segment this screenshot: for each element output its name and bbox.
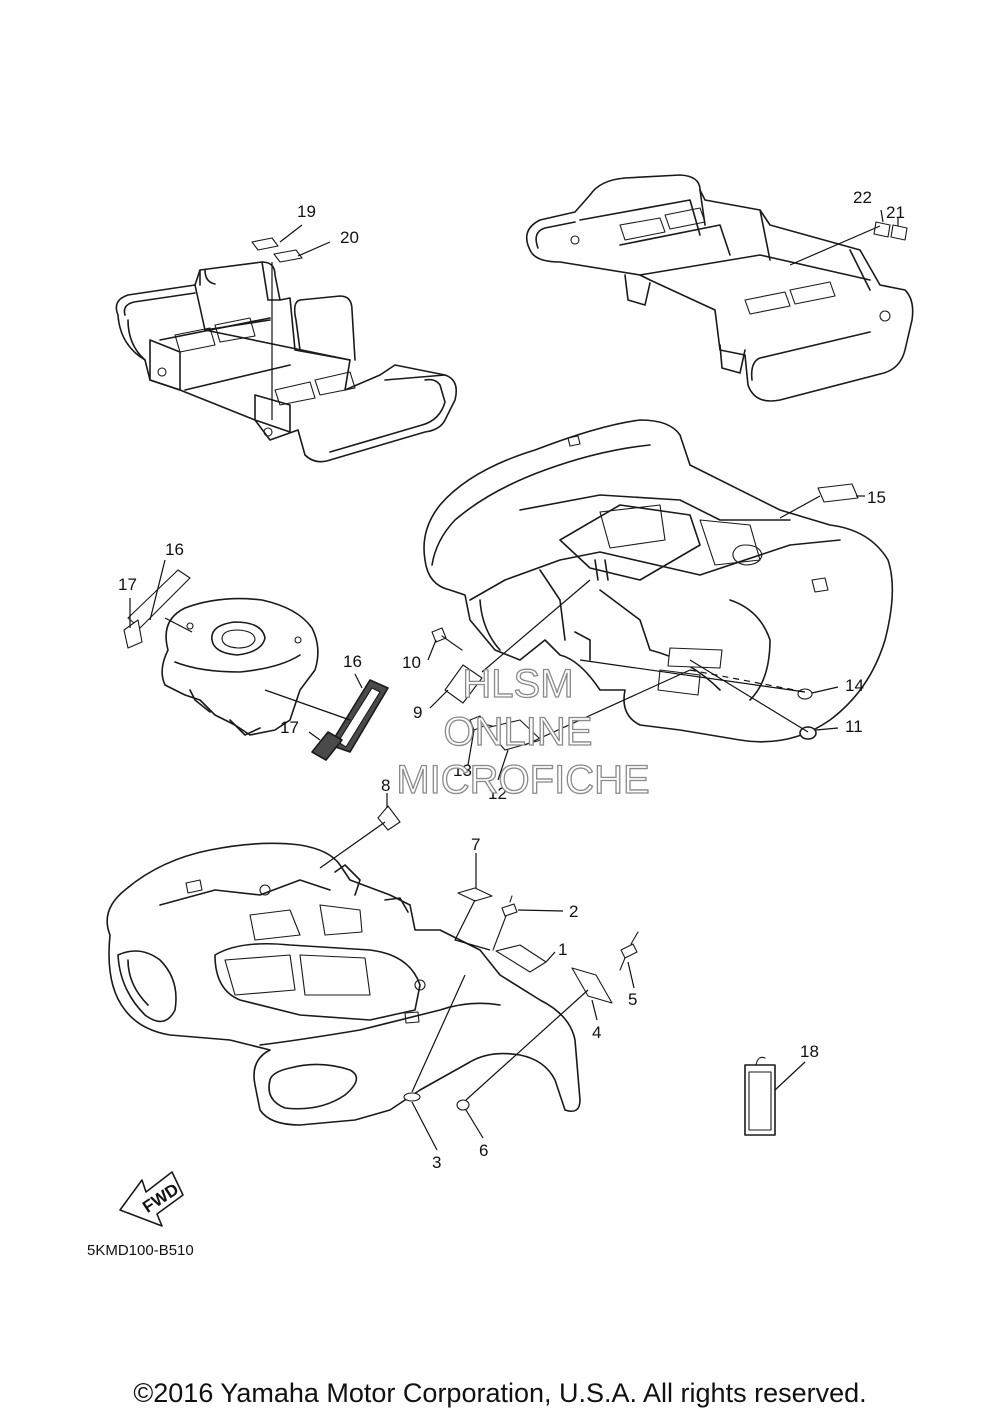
callout-11[interactable]: 11 [845, 717, 863, 736]
callout-12[interactable]: 12 [488, 784, 507, 803]
callout-9[interactable]: 9 [413, 703, 422, 722]
watermark: HLSM ONLINE MICROFICHE [396, 661, 651, 802]
callout-7[interactable]: 7 [471, 835, 480, 854]
leader-lines [129, 209, 899, 1151]
screw-5[interactable] [619, 931, 639, 971]
copyright-notice: ©2016 Yamaha Motor Corporation, U.S.A. A… [133, 1378, 867, 1408]
owner-manual-bag-18[interactable] [744, 1056, 776, 1136]
callout-14[interactable]: 14 [845, 676, 864, 695]
front-fender[interactable] [106, 842, 581, 1126]
fwd-arrow-icon: FWD [119, 1171, 184, 1227]
callout-22[interactable]: 22 [853, 188, 872, 207]
callout-13[interactable]: 13 [453, 761, 472, 780]
decal-15[interactable] [817, 483, 859, 503]
decal-8[interactable] [377, 805, 401, 831]
callout-3[interactable]: 3 [432, 1153, 441, 1172]
callout-21[interactable]: 21 [886, 203, 905, 222]
decal-19[interactable] [251, 237, 279, 251]
decal-21[interactable] [890, 224, 908, 241]
callout-1[interactable]: 1 [558, 940, 567, 959]
fuel-tank-cover[interactable] [161, 597, 319, 736]
callout-15[interactable]: 15 [867, 488, 886, 507]
nut-3[interactable] [403, 1092, 421, 1102]
label-4[interactable] [571, 967, 613, 1004]
callout-10[interactable]: 10 [402, 653, 421, 672]
emblem-16-left[interactable] [127, 569, 191, 629]
screw-2[interactable] [492, 895, 518, 951]
callout-2[interactable]: 2 [569, 902, 578, 921]
label-12[interactable] [485, 719, 542, 751]
bolt-13[interactable] [469, 715, 493, 731]
front-carrier[interactable] [115, 261, 458, 463]
watermark-line1: HLSM [462, 662, 573, 706]
diagram-code: 5KMD100-B510 [87, 1242, 194, 1259]
callout-18[interactable]: 18 [800, 1042, 819, 1061]
rear-carrier[interactable] [525, 174, 914, 402]
decal-7[interactable] [457, 887, 493, 902]
callout-16a[interactable]: 16 [165, 540, 184, 559]
callout-16b[interactable]: 16 [343, 652, 362, 671]
emblem-17-right[interactable] [311, 731, 343, 761]
emblem-16-right[interactable] [329, 679, 389, 753]
watermark-line2: ONLINE [444, 710, 593, 754]
nut-6[interactable] [456, 1099, 470, 1111]
callout-19[interactable]: 19 [297, 202, 316, 221]
label-12-rear[interactable] [667, 647, 723, 669]
emblem-17-left[interactable] [123, 619, 143, 649]
callout-4[interactable]: 4 [592, 1023, 601, 1042]
label-9[interactable] [444, 664, 483, 704]
callout-17b[interactable]: 17 [280, 718, 299, 737]
callout-20[interactable]: 20 [340, 228, 359, 247]
watermark-line3: MICROFICHE [396, 758, 649, 802]
decal-20[interactable] [273, 249, 303, 263]
label-1[interactable] [495, 944, 547, 973]
bolt-10[interactable] [431, 627, 463, 651]
callout-numbers: 19 20 22 21 15 16 17 16 17 10 9 13 12 14… [118, 188, 905, 1172]
callout-17a[interactable]: 17 [118, 575, 137, 594]
callout-5[interactable]: 5 [628, 990, 637, 1009]
decal-22[interactable] [873, 221, 891, 238]
callout-8[interactable]: 8 [381, 776, 390, 795]
callout-6[interactable]: 6 [479, 1141, 488, 1160]
rear-fender[interactable] [423, 419, 894, 743]
